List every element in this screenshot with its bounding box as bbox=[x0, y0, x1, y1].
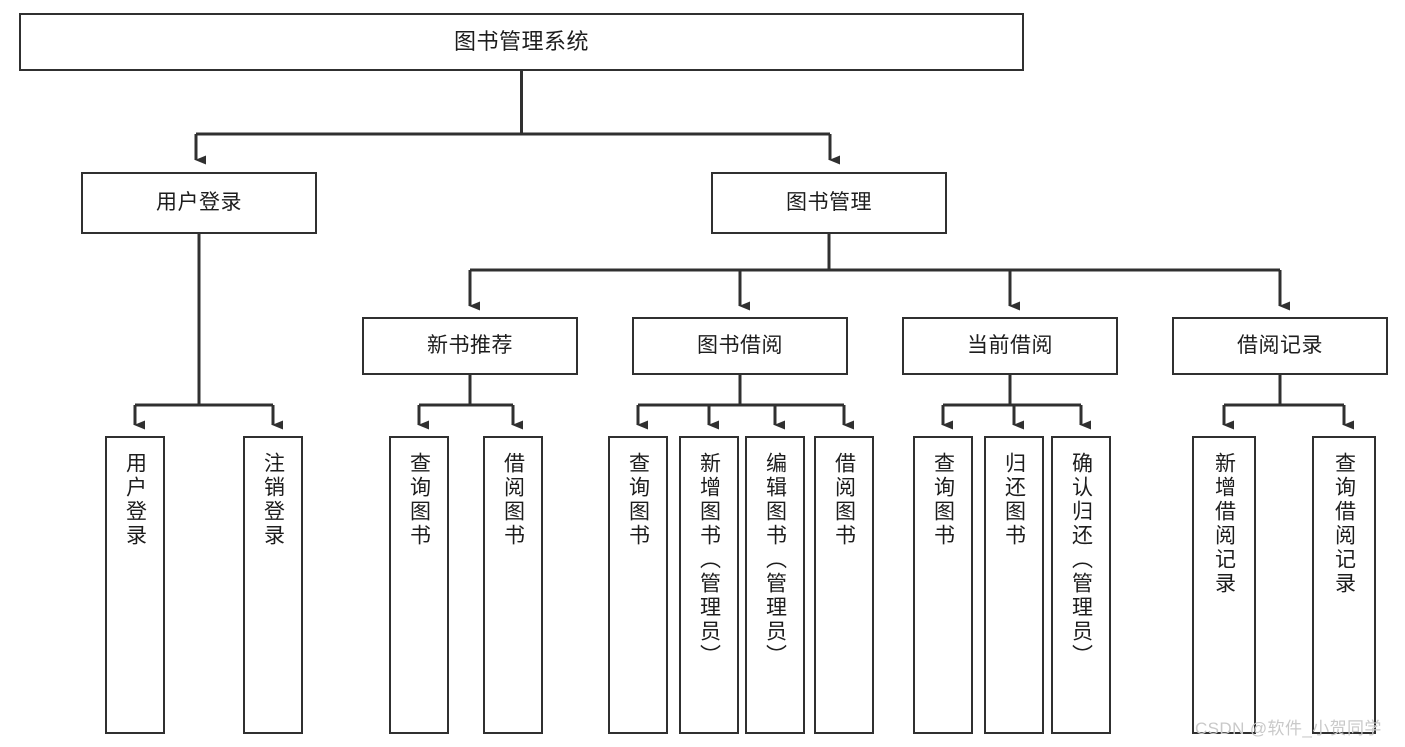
node-leaf-add-borrow-record-label: 新增借阅记录 bbox=[1212, 452, 1236, 596]
node-leaf-add-book-admin[interactable]: 新增图书（管理员） bbox=[679, 436, 739, 734]
node-leaf-query-book-rec-label: 查询图书 bbox=[407, 452, 431, 548]
node-leaf-add-book-admin-label: 新增图书（管理员） bbox=[697, 452, 721, 668]
node-leaf-query-book-rec[interactable]: 查询图书 bbox=[389, 436, 449, 734]
node-leaf-query-book-cur[interactable]: 查询图书 bbox=[913, 436, 973, 734]
node-new-book-recommend-label: 新书推荐 bbox=[427, 333, 513, 357]
node-leaf-edit-book-admin-label: 编辑图书（管理员） bbox=[763, 452, 787, 668]
node-root[interactable]: 图书管理系统 bbox=[19, 13, 1024, 71]
node-book-borrow-label: 图书借阅 bbox=[697, 333, 783, 357]
node-leaf-add-borrow-record[interactable]: 新增借阅记录 bbox=[1192, 436, 1256, 734]
node-current-borrow[interactable]: 当前借阅 bbox=[902, 317, 1118, 375]
node-borrow-record[interactable]: 借阅记录 bbox=[1172, 317, 1388, 375]
node-leaf-return-book-label: 归还图书 bbox=[1002, 452, 1026, 548]
node-root-label: 图书管理系统 bbox=[453, 29, 589, 55]
node-leaf-user-login-label: 用户登录 bbox=[123, 452, 147, 548]
node-book-borrow[interactable]: 图书借阅 bbox=[632, 317, 848, 375]
node-leaf-query-book-borrow-label: 查询图书 bbox=[626, 452, 650, 548]
node-leaf-query-book-borrow[interactable]: 查询图书 bbox=[608, 436, 668, 734]
node-leaf-user-login[interactable]: 用户登录 bbox=[105, 436, 165, 734]
node-leaf-logout-login[interactable]: 注销登录 bbox=[243, 436, 303, 734]
node-leaf-borrow-book-rec-label: 借阅图书 bbox=[501, 452, 525, 548]
node-user-login-label: 用户登录 bbox=[156, 190, 242, 214]
node-book-manage[interactable]: 图书管理 bbox=[711, 172, 947, 234]
node-leaf-confirm-return-admin-label: 确认归还（管理员） bbox=[1069, 452, 1093, 668]
node-leaf-borrow-book[interactable]: 借阅图书 bbox=[814, 436, 874, 734]
node-book-manage-label: 图书管理 bbox=[786, 190, 872, 214]
node-leaf-query-book-cur-label: 查询图书 bbox=[931, 452, 955, 548]
node-borrow-record-label: 借阅记录 bbox=[1237, 333, 1323, 357]
node-leaf-borrow-book-label: 借阅图书 bbox=[832, 452, 856, 548]
node-new-book-recommend[interactable]: 新书推荐 bbox=[362, 317, 578, 375]
watermark: CSDN @软件_小贺同学 bbox=[1195, 719, 1382, 738]
node-leaf-query-borrow-record-label: 查询借阅记录 bbox=[1332, 452, 1356, 596]
node-leaf-return-book[interactable]: 归还图书 bbox=[984, 436, 1044, 734]
node-leaf-confirm-return-admin[interactable]: 确认归还（管理员） bbox=[1051, 436, 1111, 734]
node-current-borrow-label: 当前借阅 bbox=[967, 333, 1053, 357]
node-leaf-edit-book-admin[interactable]: 编辑图书（管理员） bbox=[745, 436, 805, 734]
node-user-login[interactable]: 用户登录 bbox=[81, 172, 317, 234]
node-leaf-logout-login-label: 注销登录 bbox=[261, 452, 285, 548]
node-leaf-query-borrow-record[interactable]: 查询借阅记录 bbox=[1312, 436, 1376, 734]
node-leaf-borrow-book-rec[interactable]: 借阅图书 bbox=[483, 436, 543, 734]
